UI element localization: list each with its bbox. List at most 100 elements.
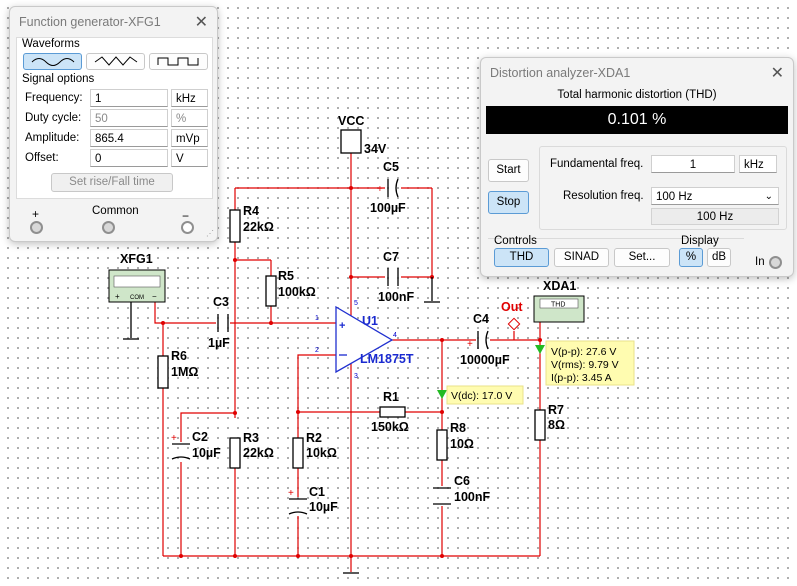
sinad-mode-button[interactable]: SINAD — [554, 248, 609, 267]
resistor-r7[interactable]: R7 8Ω — [534, 403, 565, 441]
distortion-analyzer-window[interactable]: Distortion analyzer-XDA1 ✕ Total harmoni… — [480, 57, 794, 277]
duty-cycle-unit[interactable]: % — [171, 109, 208, 127]
offset-input[interactable]: 0 — [90, 149, 168, 167]
resistor-r8[interactable]: R8 10Ω — [436, 421, 474, 461]
xda1-label: XDA1 — [543, 279, 576, 293]
pin-4: 4 — [393, 332, 397, 339]
resolution-label: Resolution freq. — [563, 190, 644, 202]
db-display-button[interactable]: dB — [707, 248, 731, 267]
thd-mode-button[interactable]: THD — [494, 248, 549, 267]
close-icon[interactable]: ✕ — [770, 65, 784, 82]
capacitor-c3[interactable]: C3 1µF — [208, 295, 230, 350]
terminal-common-label: Common — [92, 205, 139, 217]
opamp-u1[interactable]: + U1 LM1875T 1 2 3 4 5 — [315, 300, 414, 380]
signal-options-label: Signal options — [22, 73, 95, 85]
thd-display: 0.101 % — [486, 106, 788, 134]
xfg1-plus: + — [115, 292, 120, 301]
triangle-wave-icon — [94, 56, 138, 66]
set-button[interactable]: Set... — [614, 248, 670, 267]
xfg1-minus: − — [152, 292, 157, 301]
amplitude-label: Amplitude: — [25, 132, 80, 144]
frequency-input[interactable]: 1 — [90, 89, 168, 107]
out-label: Out — [501, 300, 523, 314]
svg-text:V(rms): 9.79 V: V(rms): 9.79 V — [551, 359, 619, 371]
fundamental-unit[interactable]: kHz — [739, 155, 777, 173]
svg-text:R8: R8 — [450, 421, 466, 435]
svg-text:R6: R6 — [171, 349, 187, 363]
amplitude-unit[interactable]: mVp — [171, 129, 208, 147]
probe-dc[interactable]: V(dc): 17.0 V — [437, 385, 524, 405]
capacitor-c1[interactable]: + C1 10µF — [288, 485, 338, 515]
svg-text:R3: R3 — [243, 431, 259, 445]
terminal-minus-label: − — [182, 209, 190, 223]
ground-symbols — [123, 277, 440, 574]
svg-text:100nF: 100nF — [378, 290, 414, 304]
svg-text:R1: R1 — [383, 390, 399, 404]
resistor-r3[interactable]: R3 22kΩ — [229, 431, 274, 469]
capacitor-c2[interactable]: + C2 10µF — [171, 430, 221, 460]
capacitor-c6[interactable]: C6 100nF — [433, 474, 490, 505]
duty-cycle-input[interactable]: 50 — [90, 109, 168, 127]
triangle-wave-button[interactable] — [86, 53, 145, 70]
probe-output[interactable]: V(p-p): 27.6 V V(rms): 9.79 V I(p-p): 3.… — [535, 340, 635, 386]
percent-display-button[interactable]: % — [679, 248, 703, 267]
svg-text:R2: R2 — [306, 431, 322, 445]
resize-grip-icon[interactable]: ⋰ — [206, 229, 214, 238]
vcc-source[interactable]: VCC 34V — [338, 114, 387, 156]
resistor-r2[interactable]: R2 10kΩ — [292, 431, 337, 469]
fundamental-input[interactable]: 1 — [651, 155, 735, 173]
amplitude-input[interactable]: 865.4 — [90, 129, 168, 147]
u1-label: U1 — [362, 314, 378, 328]
terminal-plus[interactable] — [30, 221, 43, 234]
in-terminal[interactable] — [769, 256, 782, 269]
stop-button[interactable]: Stop — [488, 191, 529, 214]
set-rise-fall-button[interactable]: Set rise/Fall time — [51, 173, 173, 192]
svg-text:+: + — [171, 433, 177, 444]
resistor-r5[interactable]: R5 100kΩ — [265, 269, 316, 307]
display-label: Display — [681, 235, 719, 247]
waveforms-label: Waveforms — [22, 38, 80, 50]
resolution-select[interactable]: 100 Hz ⌄ — [651, 187, 779, 205]
capacitor-c7[interactable]: C7 100nF — [378, 250, 414, 304]
close-icon[interactable]: ✕ — [194, 14, 208, 31]
frequency-unit[interactable]: kHz — [171, 89, 208, 107]
svg-text:C1: C1 — [309, 485, 325, 499]
fg-titlebar[interactable]: Function generator-XFG1 — [10, 7, 217, 37]
terminal-minus[interactable] — [181, 221, 194, 234]
resistor-r6[interactable]: R6 1MΩ — [157, 349, 198, 389]
pin-3: 3 — [354, 373, 358, 380]
xda1-instrument[interactable]: THD XDA1 — [533, 279, 585, 323]
da-titlebar[interactable]: Distortion analyzer-XDA1 — [481, 58, 793, 88]
u1-part: LM1875T — [360, 352, 414, 366]
svg-text:V(dc): 17.0 V: V(dc): 17.0 V — [451, 390, 512, 402]
function-generator-window[interactable]: Function generator-XFG1 ✕ Waveforms Sign… — [9, 6, 218, 242]
terminal-plus-label: + — [32, 207, 40, 221]
svg-text:C4: C4 — [473, 312, 489, 326]
svg-text:100µF: 100µF — [370, 201, 406, 215]
offset-unit[interactable]: V — [171, 149, 208, 167]
resolution-readout: 100 Hz — [651, 208, 779, 225]
svg-text:10000µF: 10000µF — [460, 353, 510, 367]
xfg1-instrument[interactable]: XFG1 + COM − — [108, 252, 166, 303]
resistor-r1[interactable]: R1 150kΩ — [371, 390, 409, 434]
frequency-label: Frequency: — [25, 92, 83, 104]
capacitor-c4[interactable]: + C4 10000µF — [460, 312, 510, 367]
chevron-down-icon: ⌄ — [764, 191, 773, 202]
sine-wave-button[interactable] — [23, 53, 82, 70]
terminal-common[interactable] — [102, 221, 115, 234]
svg-text:1MΩ: 1MΩ — [171, 365, 198, 379]
fundamental-label: Fundamental freq. — [550, 158, 644, 170]
svg-text:R7: R7 — [548, 403, 564, 417]
svg-text:V(p-p): 27.6 V: V(p-p): 27.6 V — [551, 346, 616, 358]
svg-text:1µF: 1µF — [208, 336, 230, 350]
out-probe[interactable]: Out — [501, 300, 523, 331]
svg-text:+: + — [377, 184, 383, 195]
resistor-r4[interactable]: R4 22kΩ — [229, 204, 274, 243]
pin-1: 1 — [315, 315, 319, 322]
capacitor-c5[interactable]: + C5 100µF — [370, 160, 406, 215]
svg-text:C7: C7 — [383, 250, 399, 264]
pin-2: 2 — [315, 347, 319, 354]
start-button[interactable]: Start — [488, 159, 529, 182]
square-wave-button[interactable] — [149, 53, 208, 70]
